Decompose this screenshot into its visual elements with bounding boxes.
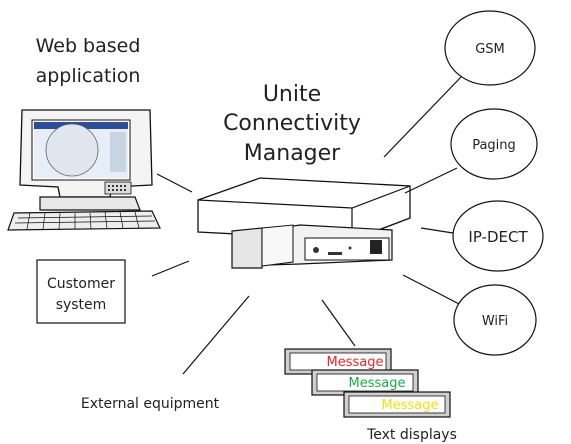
customer-label-line1: Customer xyxy=(47,276,115,292)
line-wifi xyxy=(402,274,464,307)
wifi-label: WiFi xyxy=(482,314,508,329)
message-text-3: Message xyxy=(382,398,439,413)
message-text-1: Message xyxy=(327,355,384,370)
customer-label-line2: system xyxy=(56,297,107,313)
line-paging xyxy=(404,167,458,194)
line-displays xyxy=(321,299,356,347)
wifi-bubble: WiFi xyxy=(453,284,537,356)
line-web-app xyxy=(156,173,193,193)
line-external xyxy=(182,295,250,375)
hub-label-line2: Connectivity xyxy=(223,111,361,136)
message-text-2: Message xyxy=(349,376,406,391)
hub-label-line3: Manager xyxy=(244,141,341,166)
message-display-2: Message xyxy=(311,369,419,396)
external-equipment-label: External equipment xyxy=(81,396,220,412)
gsm-bubble: GSM xyxy=(444,10,536,86)
text-displays-label: Text displays xyxy=(366,427,457,443)
ipdect-bubble: IP-DECT xyxy=(452,200,544,272)
line-ipdect xyxy=(420,227,454,234)
hub-label-line1: Unite xyxy=(263,82,321,107)
line-customer xyxy=(151,260,190,277)
customer-system-box xyxy=(36,259,126,324)
message-display-3: Message xyxy=(343,391,451,418)
connection-lines xyxy=(151,75,464,375)
web-app-label-line2: application xyxy=(36,65,141,87)
web-app-label-line1: Web based xyxy=(36,35,141,57)
paging-bubble: Paging xyxy=(450,108,538,180)
paging-label: Paging xyxy=(472,138,516,153)
line-gsm xyxy=(383,75,463,158)
ipdect-label: IP-DECT xyxy=(468,228,528,246)
computer-icon xyxy=(7,109,161,231)
connectivity-manager-device-icon xyxy=(197,177,411,269)
gsm-label: GSM xyxy=(475,42,505,57)
